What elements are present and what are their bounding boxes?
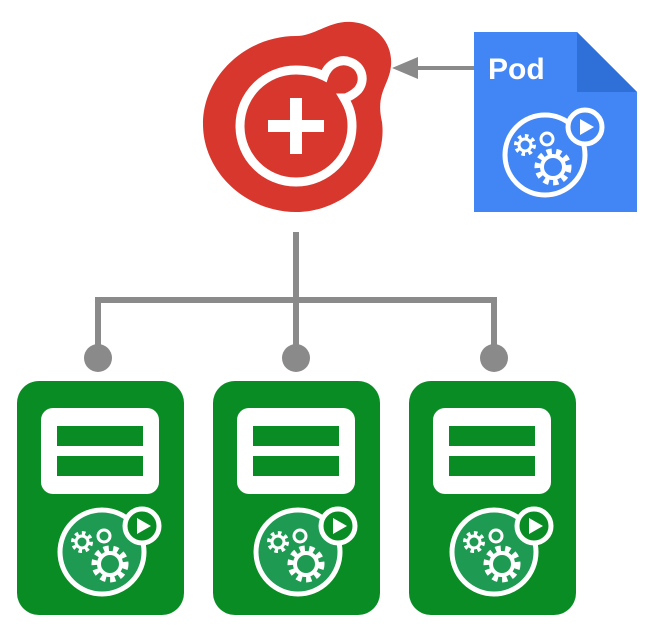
storage-box-icon <box>237 408 355 494</box>
play-badge-icon <box>565 107 605 147</box>
pod-icon <box>253 506 358 597</box>
play-badge-icon <box>122 506 162 546</box>
play-badge-icon <box>318 506 358 546</box>
arrow-head-icon <box>392 57 418 79</box>
node-3 <box>409 381 576 615</box>
pod-icon <box>449 506 554 597</box>
document-fold-icon <box>577 32 637 92</box>
storage-slot <box>253 426 339 446</box>
controller-ring <box>235 56 367 187</box>
pod-icon <box>502 107 605 198</box>
storage-slot <box>57 456 143 476</box>
pod-icon <box>57 506 162 597</box>
storage-box-icon <box>433 408 551 494</box>
replication-controller-icon <box>203 21 392 212</box>
node-1 <box>17 381 184 615</box>
play-badge-icon <box>514 506 554 546</box>
pod-label: Pod <box>488 53 545 86</box>
storage-slot <box>449 456 535 476</box>
storage-slot <box>253 456 339 476</box>
connector-lines <box>84 57 508 372</box>
storage-slot <box>449 426 535 446</box>
connector-dot-2 <box>282 344 310 372</box>
connector-dot-3 <box>480 344 508 372</box>
connector-dot-1 <box>84 344 112 372</box>
node-2 <box>213 381 380 615</box>
storage-box-icon <box>41 408 159 494</box>
storage-slot <box>57 426 143 446</box>
nodes <box>17 381 576 615</box>
pod-manifest-document: Pod <box>474 32 637 212</box>
plus-icon-vertical <box>290 98 302 154</box>
